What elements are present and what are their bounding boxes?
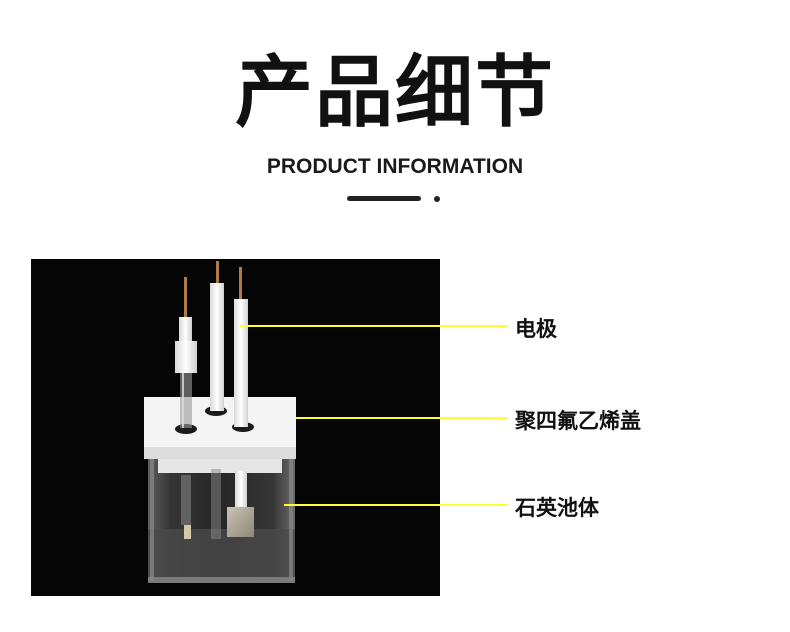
- product-photo: [31, 259, 440, 596]
- electrolytic-cell-illustration: [144, 261, 296, 583]
- title-underline-bar: [347, 196, 421, 201]
- callout-label-ptfe-lid: 聚四氟乙烯盖: [515, 409, 641, 433]
- callout-label-quartz-cell: 石英池体: [515, 496, 599, 520]
- title-underline-dot: [434, 196, 440, 202]
- platinum-plate: [227, 507, 254, 537]
- callout-label-electrode: 电极: [515, 317, 557, 341]
- page-title: 产品细节: [234, 48, 555, 138]
- page-subtitle: PRODUCT INFORMATION: [266, 155, 524, 178]
